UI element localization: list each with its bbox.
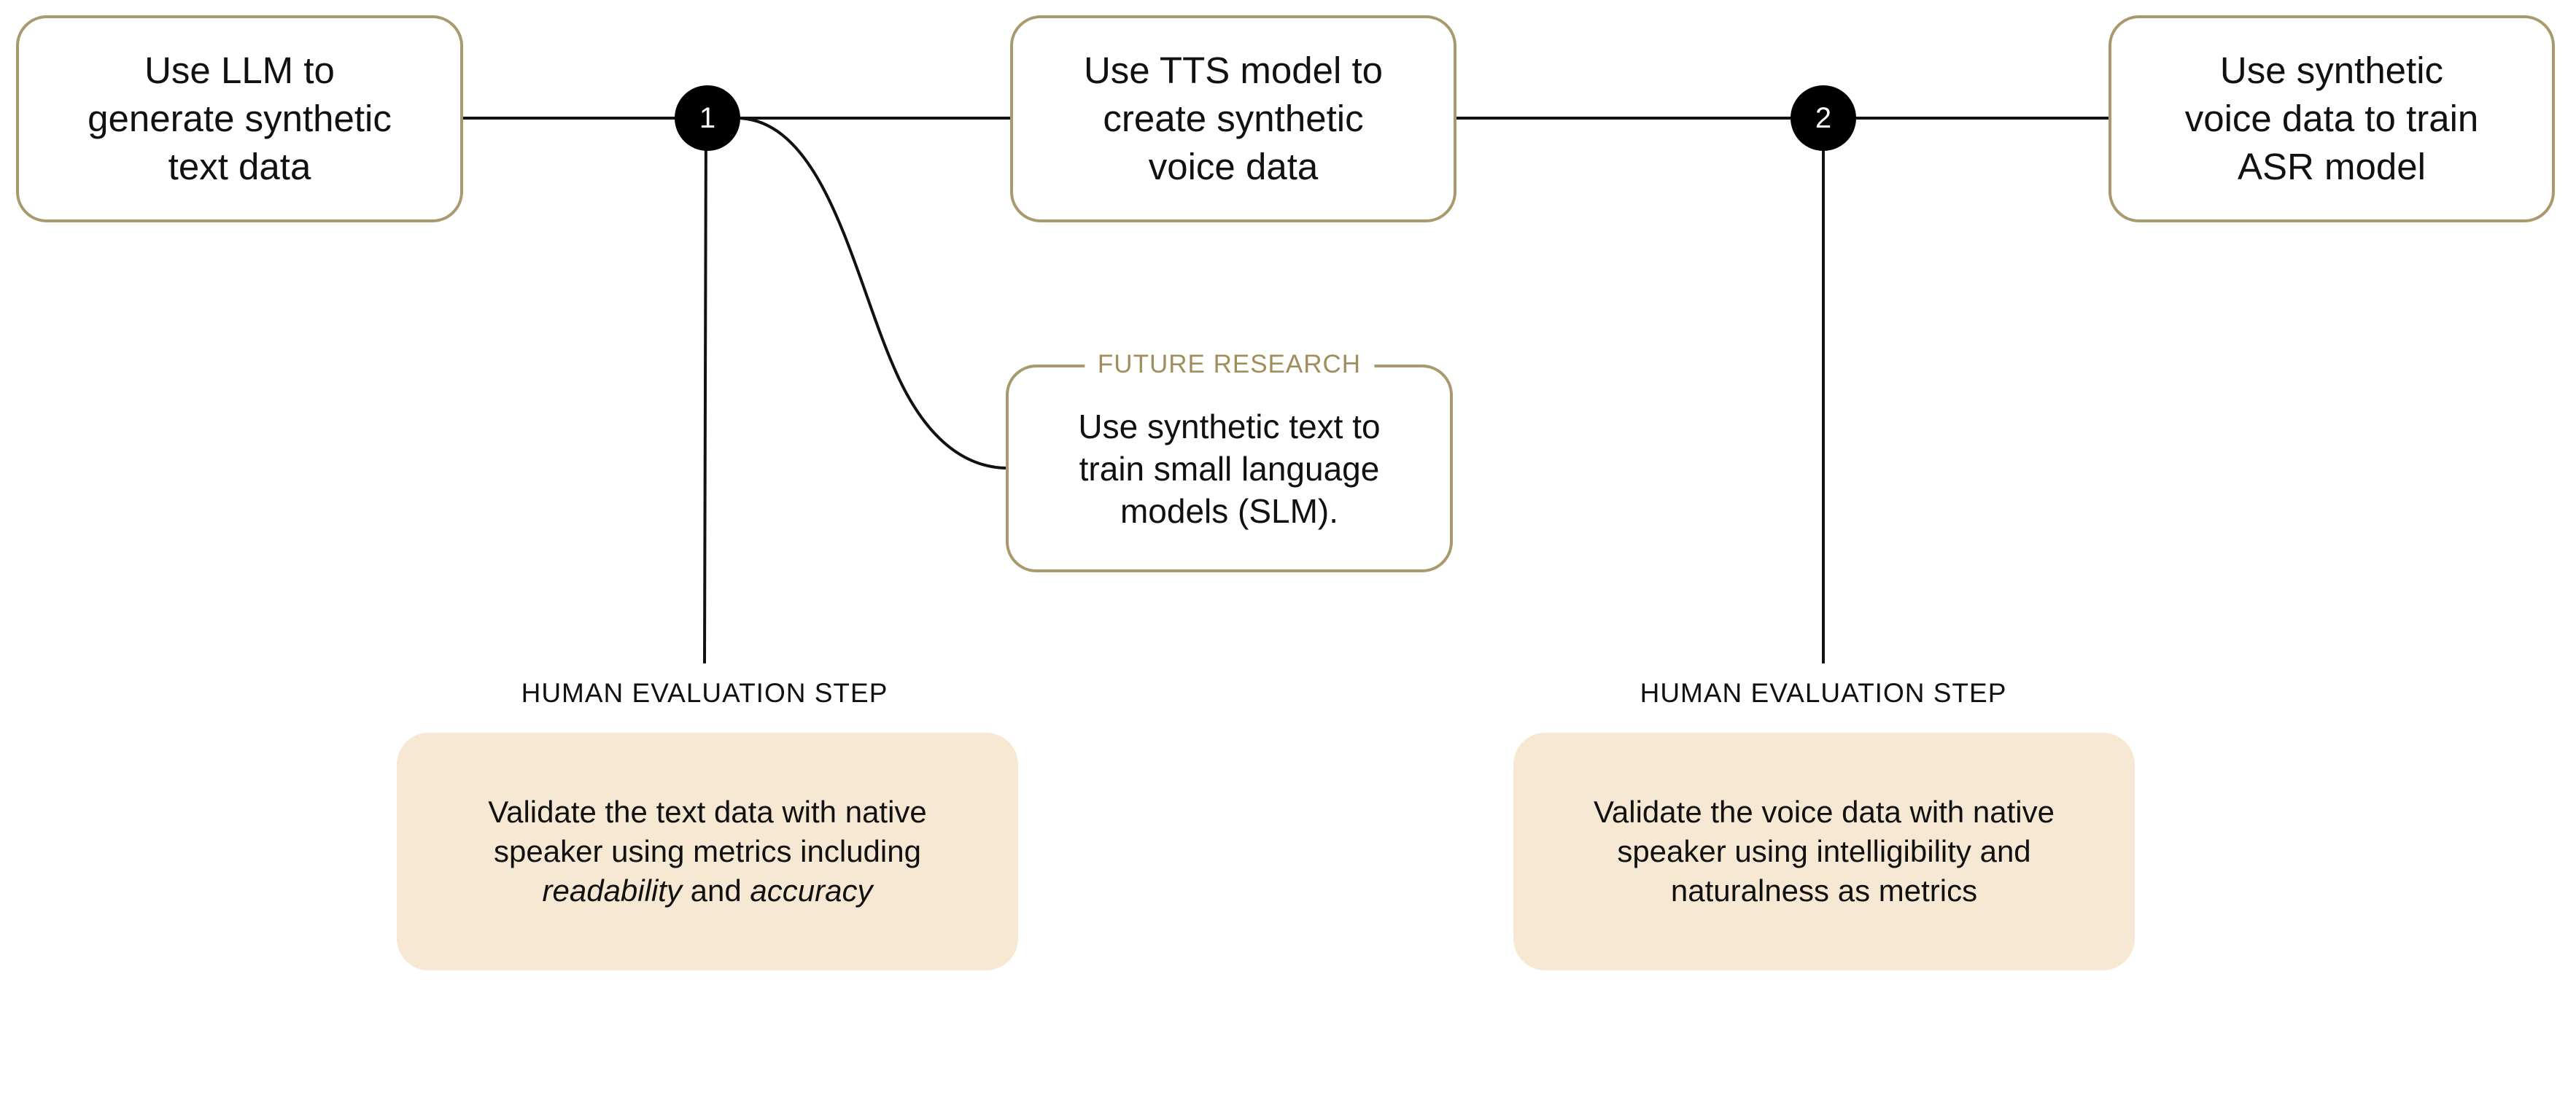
connector-node1-future [737, 117, 1009, 470]
step-text-create-voice: Use TTS model to create synthetic voice … [1083, 50, 1384, 187]
human-eval-text-1: Validate the text data with native speak… [488, 792, 927, 911]
metric-accuracy: accuracy [750, 873, 873, 908]
human-eval-2-line1: Validate the voice data with native [1594, 795, 2055, 829]
human-eval-1-line2: speaker using metrics including [494, 834, 921, 868]
step-box-train-asr: Use synthetic voice data to train ASR mo… [2108, 15, 2555, 222]
human-eval-box-1: Validate the text data with native speak… [397, 733, 1018, 970]
node-1-label: 1 [699, 101, 716, 134]
node-2: 2 [1791, 85, 1856, 151]
future-research-text: Use synthetic text to train small langua… [1078, 407, 1381, 530]
human-eval-1-line1: Validate the text data with native [488, 795, 927, 829]
connector-node1-eval1 [703, 117, 707, 664]
metric-joiner: and [681, 873, 750, 908]
step-text-train-asr: Use synthetic voice data to train ASR mo… [2184, 50, 2479, 187]
human-eval-1-line3: readability and accuracy [488, 871, 927, 911]
future-research-box: FUTURE RESEARCH Use synthetic text to tr… [1006, 348, 1453, 572]
human-eval-2-line2: speaker using intelligibility and [1617, 834, 2031, 868]
step-text-generate-text: Use LLM to generate synthetic text data [88, 50, 392, 187]
node-2-label: 2 [1815, 101, 1832, 134]
human-eval-label-2: HUMAN EVALUATION STEP [1640, 678, 2007, 708]
node-1: 1 [675, 85, 740, 151]
human-eval-box-2: Validate the voice data with native spea… [1513, 733, 2135, 970]
metric-readability: readability [542, 873, 682, 908]
step-box-generate-text: Use LLM to generate synthetic text data [16, 15, 463, 222]
future-research-label: FUTURE RESEARCH [1084, 348, 1375, 381]
human-eval-label-1: HUMAN EVALUATION STEP [521, 678, 888, 708]
step-box-create-voice: Use TTS model to create synthetic voice … [1010, 15, 1456, 222]
human-eval-text-2: Validate the voice data with native spea… [1594, 792, 2055, 911]
human-eval-2-line3: naturalness as metrics [1670, 873, 1978, 908]
